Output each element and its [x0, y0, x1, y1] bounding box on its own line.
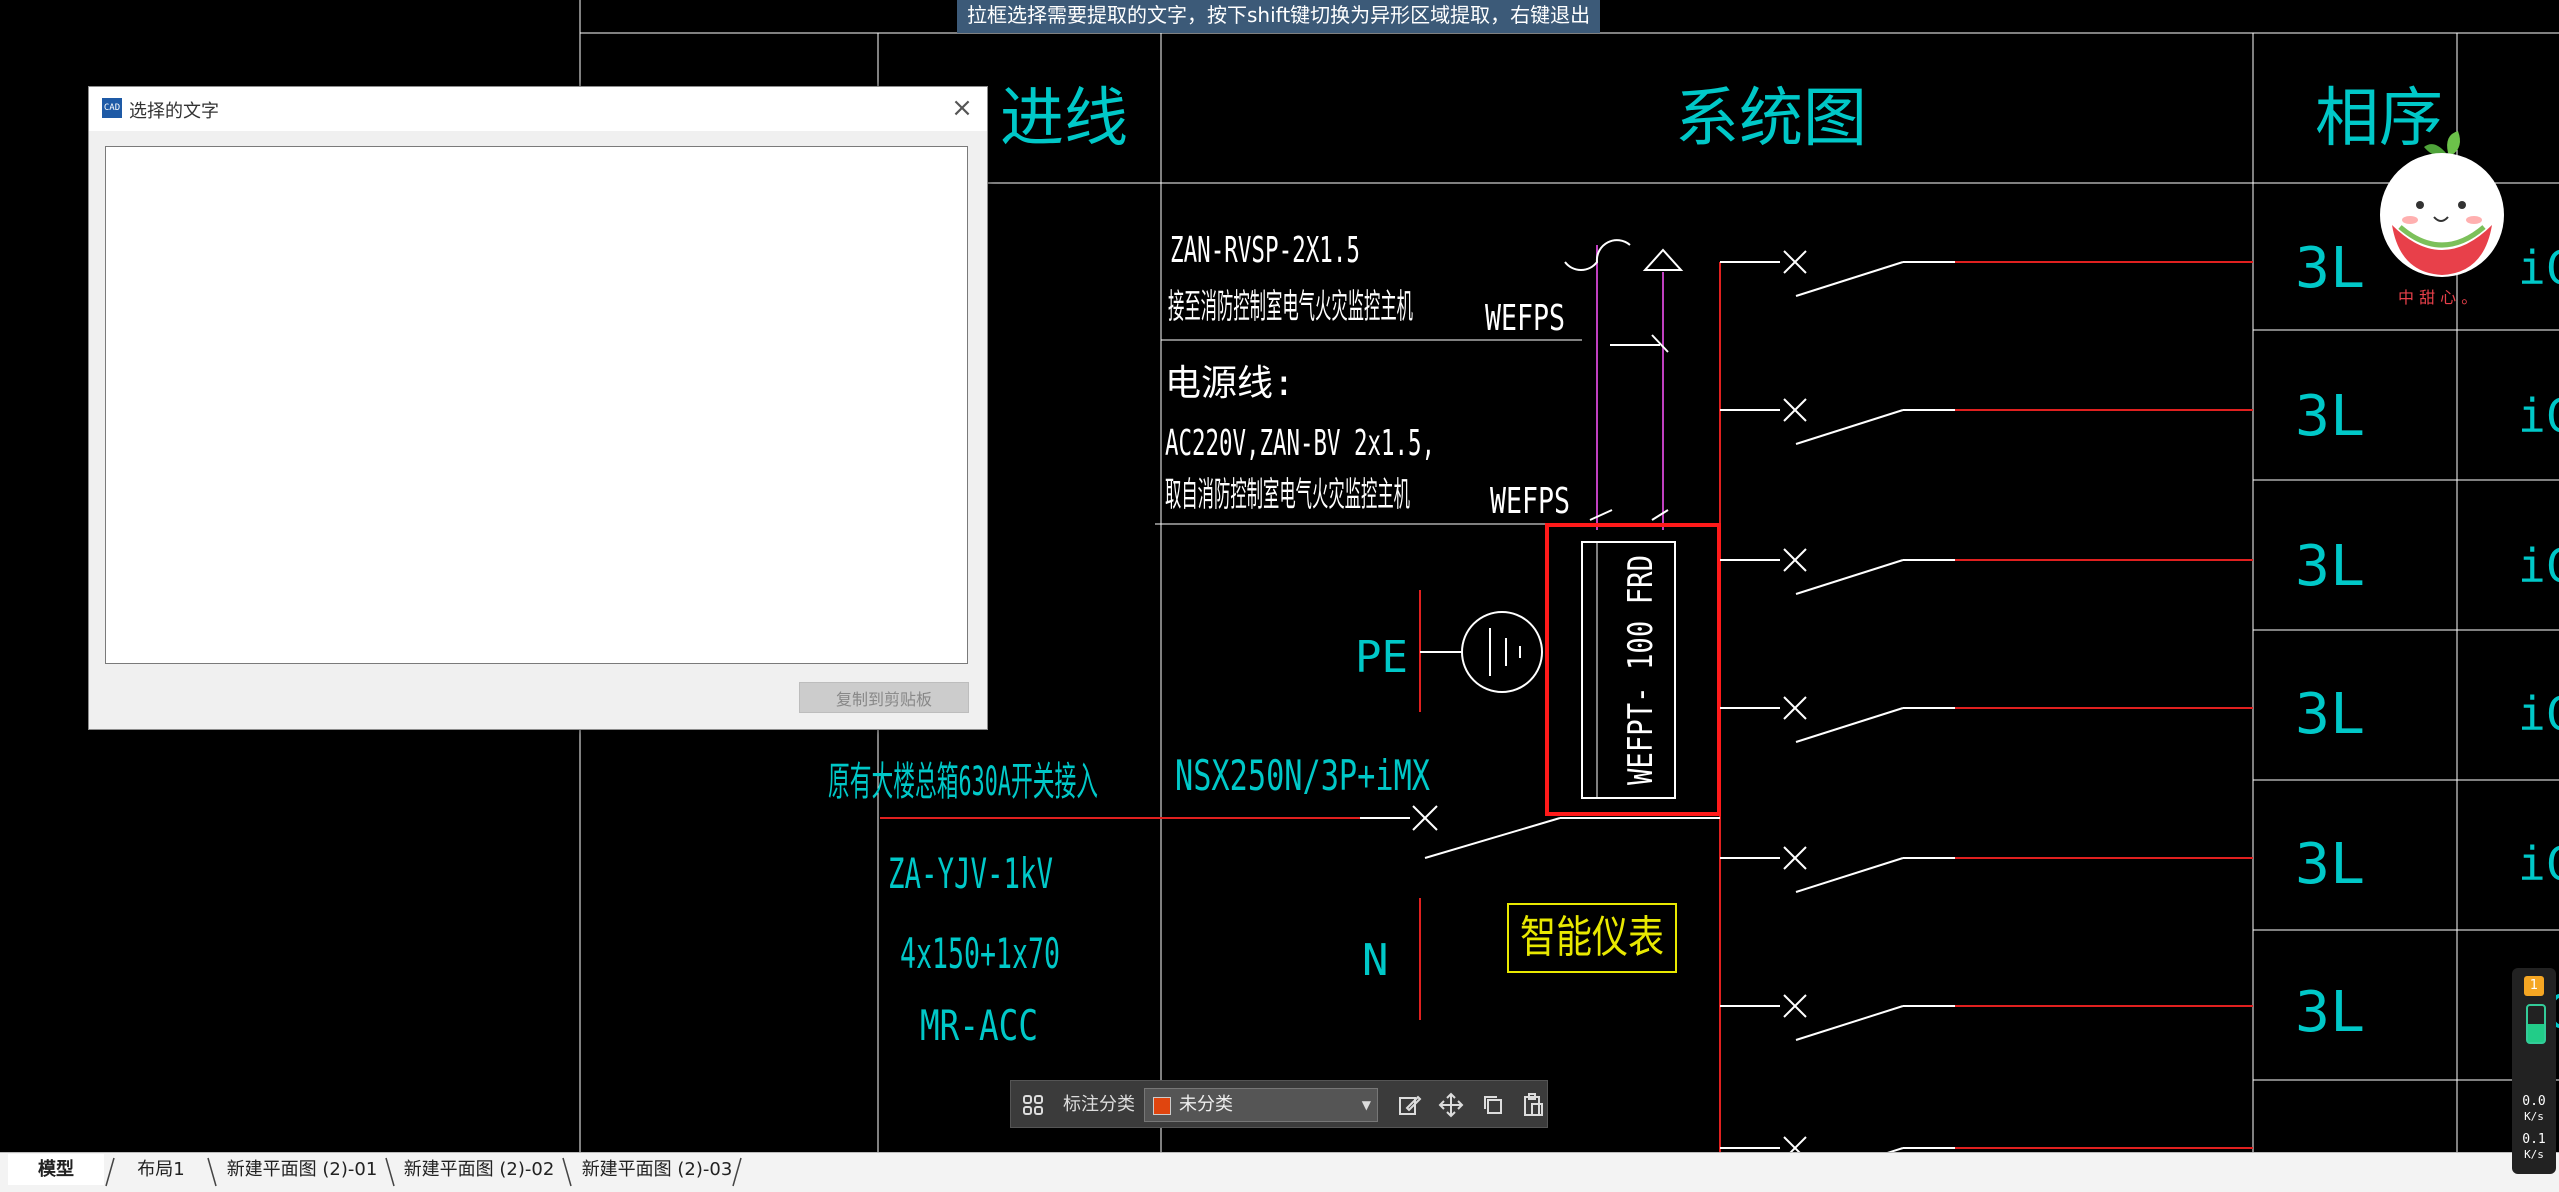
power-spec-text: AC220V,ZAN-BV 2x1.5,	[1165, 423, 1435, 464]
fire-monitor-device: WEFPT- 100 FRD	[1581, 541, 1676, 799]
network-speed-widget[interactable]: 1 0.0 K/s 0.1 K/s	[2512, 968, 2556, 1174]
wefps-label-2: WEFPS	[1490, 481, 1570, 522]
selection-hint-banner: 拉框选择需要提取的文字，按下shift键切换为异形区域提取，右键退出	[957, 0, 1601, 33]
tab-layout1[interactable]: 布局1	[137, 1159, 185, 1180]
notification-badge: 1	[2524, 976, 2544, 996]
signal-cable-text: ZAN-RVSP-2X1.5	[1170, 230, 1360, 271]
tab-plan-01[interactable]: 新建平面图 (2)-01	[226, 1159, 378, 1180]
branch-circuit-1	[1720, 250, 2253, 297]
smart-meter: 智能仪表	[1507, 903, 1677, 973]
edit-icon[interactable]	[1395, 1091, 1423, 1119]
move-icon[interactable]	[1437, 1091, 1465, 1119]
cable-size-text: 4x150+1x70	[900, 929, 1060, 978]
ground-symbol	[1420, 611, 1543, 693]
wefps-label-1: WEFPS	[1485, 298, 1565, 339]
next-col-label-2: iC6	[2518, 389, 2559, 443]
speed-top: 0.0	[2522, 1094, 2546, 1109]
copy-icon[interactable]	[1479, 1091, 1507, 1119]
phase-label-4: 3L	[2295, 682, 2365, 747]
speed-bottom-unit: K/s	[2524, 1148, 2544, 1161]
grid-menu-icon[interactable]	[1019, 1091, 1047, 1119]
annotation-category-label: 标注分类	[1063, 1094, 1135, 1115]
sticker-caption: 中 甜 心 。	[2398, 288, 2477, 307]
tab-model[interactable]: 模型	[8, 1154, 104, 1185]
selection-highlight	[1545, 523, 1721, 816]
next-col-label-3: iC6	[2518, 539, 2559, 593]
phase-labels: 3LiC63LiC63LiC63LiC63LiC63LiC6	[2295, 236, 2559, 1045]
dialog-title-bar[interactable]: CAD 选择的文字 ×	[89, 87, 987, 131]
phase-label-1: 3L	[2295, 236, 2365, 301]
chevron-down-icon: ▼	[1361, 1098, 1371, 1112]
next-col-label-1: iC6	[2518, 241, 2559, 295]
branch-circuit-7	[1720, 1136, 2253, 1152]
cable-laying-text: MR-ACC	[920, 1001, 1038, 1050]
cad-drawing-canvas[interactable]: 进线 系统图 相序 ZAN-RVSP-2X1.5 接至消防控制室电气火灾监控主机…	[0, 0, 2559, 1152]
tab-plan-03[interactable]: 新建平面图 (2)-03	[581, 1159, 733, 1180]
selected-text-area[interactable]	[105, 146, 968, 664]
next-col-label-4: iC6	[2518, 687, 2559, 741]
device-vertical-text: WEFPT- 100 FRD	[1621, 555, 1661, 785]
branch-circuit-3	[1720, 548, 2253, 595]
close-icon[interactable]: ×	[951, 93, 973, 123]
category-color-swatch	[1153, 1097, 1171, 1115]
battery-icon	[2526, 1004, 2546, 1044]
selected-text-dialog[interactable]: CAD 选择的文字 × 复制到剪贴板	[88, 86, 988, 730]
tab-separators	[105, 1157, 742, 1187]
tab-plan-02[interactable]: 新建平面图 (2)-02	[403, 1159, 555, 1180]
phase-label-2: 3L	[2295, 384, 2365, 449]
speed-top-unit: K/s	[2524, 1110, 2544, 1123]
header-system: 系统图	[1675, 82, 1867, 156]
header-phase: 相序	[2315, 82, 2443, 156]
main-breaker-symbol	[1360, 805, 1720, 859]
incoming-note: 原有大楼总箱630A开关接入	[828, 759, 1098, 805]
branch-circuit-6	[1720, 994, 2253, 1041]
header-incoming: 进线	[1000, 82, 1128, 156]
pe-label: PE	[1355, 632, 1408, 683]
app-icon: CAD	[102, 98, 122, 118]
branch-circuits	[1720, 250, 2253, 1152]
annotation-toolbar: 标注分类 未分类 ▼	[1010, 1080, 1548, 1128]
smart-meter-text: 智能仪表	[1520, 912, 1664, 963]
signal-lines	[1564, 239, 1684, 530]
phase-label-3: 3L	[2295, 534, 2365, 599]
power-title-text: 电源线:	[1165, 363, 1295, 404]
category-select-value: 未分类	[1179, 1094, 1233, 1115]
phase-label-6: 3L	[2295, 980, 2365, 1045]
branch-circuit-2	[1720, 398, 2253, 445]
next-col-label-5: iC6	[2518, 837, 2559, 891]
cable-type-text: ZA-YJV-1kV	[888, 849, 1053, 898]
branch-circuit-5	[1720, 846, 2253, 893]
signal-dest-text: 接至消防控制室电气火灾监控主机	[1168, 287, 1413, 327]
branch-circuit-4	[1720, 696, 2253, 743]
main-breaker-text: NSX250N/3P+iMX	[1175, 751, 1430, 800]
mascot-sticker: 中 甜 心 。	[2380, 131, 2504, 307]
n-label: N	[1362, 935, 1389, 986]
category-select[interactable]: 未分类 ▼	[1144, 1088, 1378, 1122]
power-source-text: 取自消防控制室电气火灾监控主机	[1165, 475, 1410, 515]
phase-label-5: 3L	[2295, 832, 2365, 897]
speed-bottom: 0.1	[2522, 1132, 2546, 1147]
dialog-title: 选择的文字	[129, 101, 219, 122]
layout-tab-bar	[0, 1152, 2559, 1192]
copy-to-clipboard-button[interactable]: 复制到剪贴板	[799, 682, 969, 713]
paste-icon[interactable]	[1519, 1091, 1547, 1119]
